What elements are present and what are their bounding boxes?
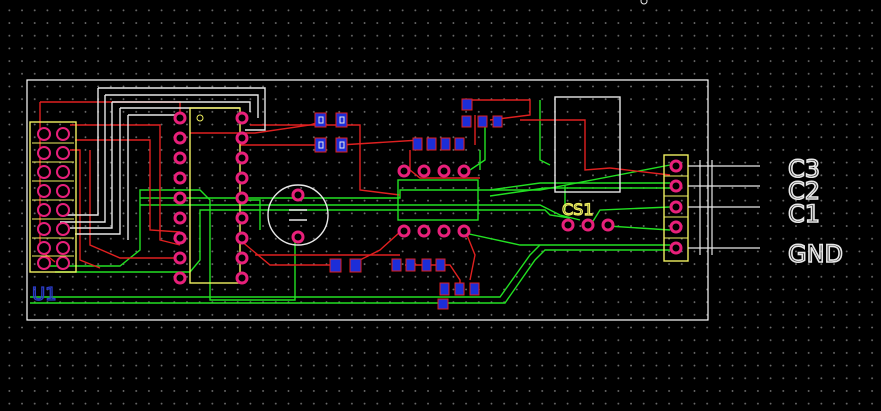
board-outline (26, 79, 709, 321)
label-c3: C3 (788, 155, 820, 183)
potentiometer[interactable] (267, 184, 329, 246)
three-pin-component[interactable]: CS1 (561, 199, 615, 232)
label-c2: C2 (788, 177, 820, 205)
output-connector[interactable] (663, 154, 760, 262)
origin-marker (640, 0, 648, 5)
header-connector-left[interactable] (29, 121, 77, 273)
bottom-copper-traces (30, 100, 671, 304)
smd-pads[interactable] (314, 98, 503, 310)
label-c1: C1 (788, 200, 820, 228)
dip-ic[interactable] (173, 107, 249, 285)
part-ref-label: U1 (32, 284, 57, 305)
op-amp-ic[interactable] (397, 164, 479, 238)
jumper-wires (60, 87, 266, 240)
label-gnd: GND (788, 240, 843, 268)
sensor-footprint[interactable] (554, 96, 621, 193)
cs1-label: CS1 (562, 200, 594, 219)
